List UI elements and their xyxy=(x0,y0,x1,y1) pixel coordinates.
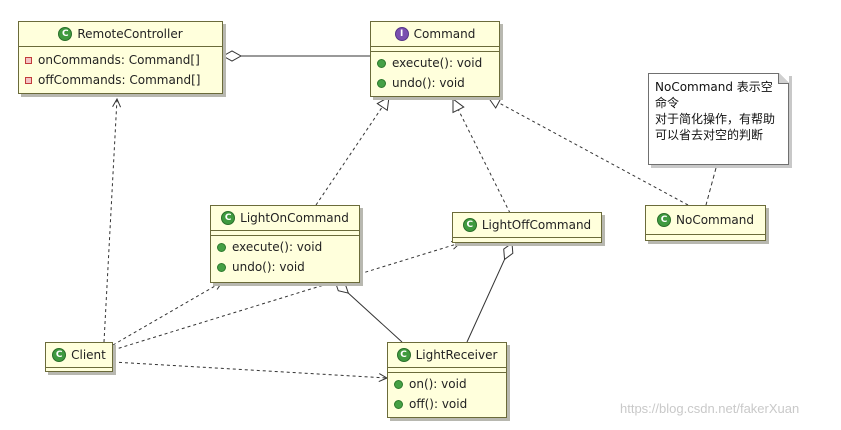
class-icon: C xyxy=(396,348,411,362)
interface-command[interactable]: I Command execute(): void undo(): void xyxy=(370,21,500,97)
methods-compartment: execute(): void undo(): void xyxy=(211,236,359,280)
field-row: offCommands: Command[] xyxy=(25,70,216,90)
class-lightoffcommand[interactable]: C LightOffCommand xyxy=(452,212,602,243)
fields-compartment xyxy=(211,231,359,236)
note-line: 对于简化操作，有帮助 xyxy=(655,112,776,126)
class-header: C Client xyxy=(46,343,112,368)
public-method-icon xyxy=(394,399,403,409)
dependency-client-lightoffcommand xyxy=(112,243,460,351)
method-row: undo(): void xyxy=(377,73,493,93)
fields-compartment: onCommands: Command[] offCommands: Comma… xyxy=(19,47,222,94)
method-row: on(): void xyxy=(394,374,500,394)
class-client[interactable]: C Client xyxy=(45,342,113,372)
empty-compartment xyxy=(646,235,765,239)
class-name: LightReceiver xyxy=(415,348,498,362)
class-nocommand[interactable]: C NoCommand xyxy=(645,205,766,241)
methods-compartment: on(): void off(): void xyxy=(388,373,506,417)
fields-compartment xyxy=(388,368,506,373)
method-row: off(): void xyxy=(394,394,500,414)
class-header: C LightOffCommand xyxy=(453,213,601,238)
method-label: off(): void xyxy=(409,397,468,411)
public-method-icon xyxy=(394,379,403,389)
field-label: onCommands: Command[] xyxy=(38,53,200,67)
method-row: execute(): void xyxy=(377,53,493,73)
method-label: on(): void xyxy=(409,377,467,391)
class-icon: C xyxy=(657,213,671,227)
aggregation-lightoffcommand-lightreceiver xyxy=(466,243,512,343)
private-field-icon xyxy=(25,76,32,84)
method-label: undo(): void xyxy=(392,76,465,90)
note-fold-corner xyxy=(778,73,789,84)
field-label: offCommands: Command[] xyxy=(38,73,201,87)
comment-note[interactable]: NoCommand 表示空 命令 对于简化操作，有帮助 可以省去对空的判断 xyxy=(648,73,789,165)
class-lightoncommand[interactable]: C LightOnCommand execute(): void undo():… xyxy=(210,205,360,283)
private-field-icon xyxy=(25,56,32,64)
class-icon: C xyxy=(221,211,236,225)
interface-icon: I xyxy=(394,27,409,41)
note-line: NoCommand 表示空 xyxy=(655,80,773,94)
class-name: LightOnCommand xyxy=(240,211,349,225)
class-lightreceiver[interactable]: C LightReceiver on(): void off(): void xyxy=(387,342,507,418)
class-remotecontroller[interactable]: C RemoteController onCommands: Command[]… xyxy=(18,21,223,94)
note-anchor-line xyxy=(705,167,717,206)
note-line: 命令 xyxy=(655,96,680,110)
class-name: NoCommand xyxy=(676,213,754,227)
public-method-icon xyxy=(377,58,386,68)
dependency-client-lightreceiver xyxy=(112,361,387,378)
realization-lightoncommand-command xyxy=(315,97,389,206)
public-method-icon xyxy=(217,262,226,272)
method-row: undo(): void xyxy=(217,257,353,277)
aggregation-lightoncommand-lightreceiver xyxy=(335,281,403,343)
dependency-client-remotecontroller xyxy=(103,99,117,343)
class-header: C RemoteController xyxy=(19,22,222,47)
empty-compartment xyxy=(46,368,112,371)
fields-compartment xyxy=(371,47,499,52)
public-method-icon xyxy=(377,78,386,88)
class-name: Command xyxy=(413,27,476,41)
field-row: onCommands: Command[] xyxy=(25,50,216,70)
method-row: execute(): void xyxy=(217,237,353,257)
class-header: C LightOnCommand xyxy=(211,206,359,231)
class-icon: C xyxy=(52,348,67,362)
realization-lightoffcommand-command xyxy=(453,99,511,214)
class-name: RemoteController xyxy=(77,27,183,41)
method-label: undo(): void xyxy=(232,260,305,274)
class-name: Client xyxy=(71,348,106,362)
method-label: execute(): void xyxy=(232,240,323,254)
method-label: execute(): void xyxy=(392,56,483,70)
note-line: 可以省去对空的判断 xyxy=(655,128,764,142)
class-header: C NoCommand xyxy=(646,206,765,235)
class-header: I Command xyxy=(371,22,499,47)
class-header: C LightReceiver xyxy=(388,343,506,368)
empty-compartment xyxy=(453,238,601,241)
dependency-client-lightoncommand xyxy=(112,282,222,346)
realization-nocommand-command xyxy=(488,97,689,206)
methods-compartment: execute(): void undo(): void xyxy=(371,52,499,96)
watermark: https://blog.csdn.net/fakerXuan xyxy=(620,401,800,416)
class-icon: C xyxy=(58,27,73,41)
public-method-icon xyxy=(217,242,226,252)
class-name: LightOffCommand xyxy=(481,218,592,232)
class-icon: C xyxy=(462,218,477,232)
